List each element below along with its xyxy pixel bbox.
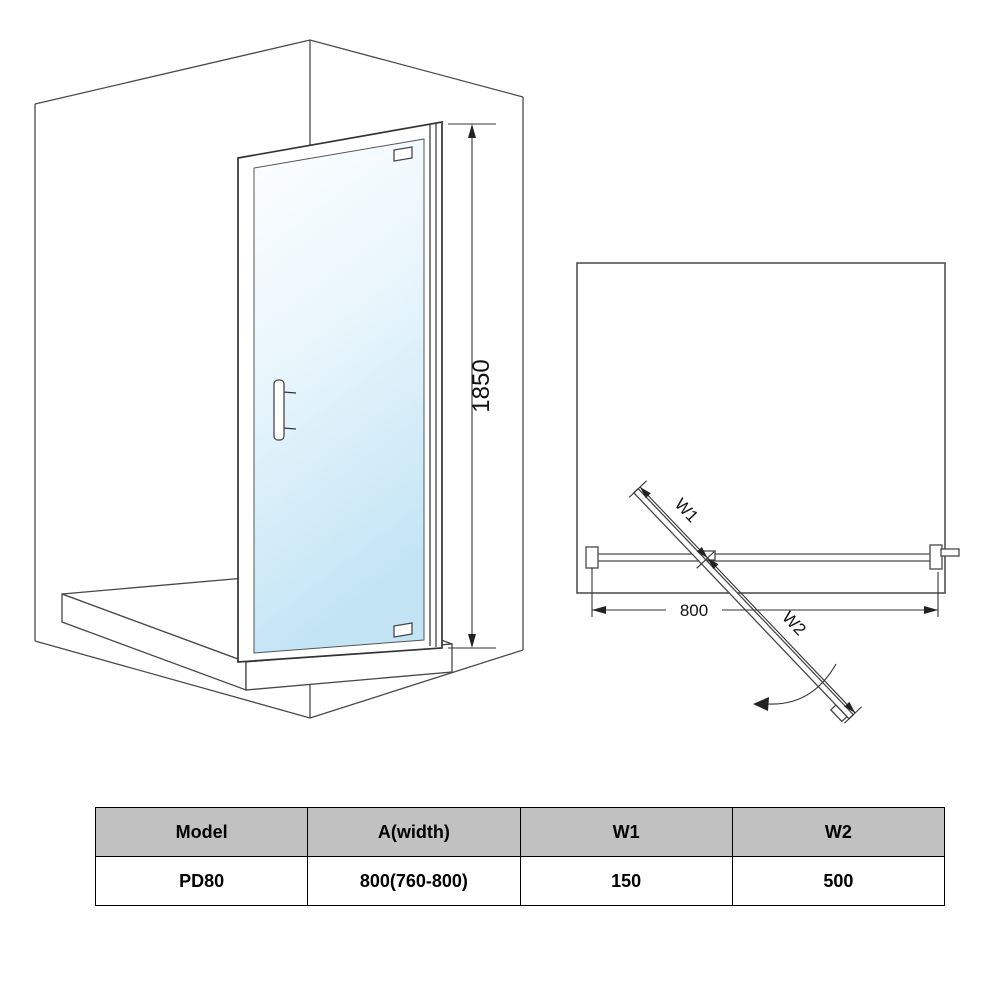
height-dimension-label: 1850 [468,359,495,412]
top-view: W1 W2 800 [576,262,960,724]
swing-direction-arc [753,663,837,711]
door-track [585,544,960,570]
top-pivot-hinge [393,146,413,162]
door-handle [273,379,297,441]
door-glass [253,138,425,654]
w1-dimension-label: W1 [671,495,702,527]
arrow-down-icon [468,634,476,648]
spec-cell-model: PD80 [94,856,309,906]
arrow-right-icon [924,606,938,614]
swing-arrow-icon [753,697,769,711]
bottom-pivot-hinge [393,622,413,638]
w2-dimension-label: W2 [778,608,809,640]
spec-table-header-w1: W1 [519,807,733,857]
leaf-handle [829,704,848,723]
shower-door-technical-drawing: 1850 W1 W2 [34,39,960,724]
spec-table-header-model: Model [94,807,309,857]
width-dimension: 800 [591,568,939,620]
room-walls [34,39,524,719]
width-dimension-label: 800 [680,601,708,620]
spec-table-header-row: Model A(width) W1 W2 [94,807,946,857]
arrow-left-icon [592,606,606,614]
open-door-leaf: W1 W2 [628,480,863,724]
pivot-door-unit [237,120,443,663]
spec-table-header-w2: W2 [731,807,946,857]
enclosure-walls [576,262,946,594]
arrow-up-icon [468,124,476,138]
spec-table-data-row: PD80 800(760-800) 150 500 [94,856,946,906]
spec-cell-w1: 150 [519,856,733,906]
spec-table: Model A(width) W1 W2 PD80 800(760-800) 1… [94,807,946,906]
right-wall-profile [929,544,943,570]
spec-cell-awidth: 800(760-800) [307,856,521,906]
left-wall-profile [585,546,599,569]
front-view: 1850 [34,39,524,719]
height-dimension: 1850 [448,123,496,649]
spec-cell-w2: 500 [731,856,946,906]
spec-table-header-awidth: A(width) [307,807,521,857]
